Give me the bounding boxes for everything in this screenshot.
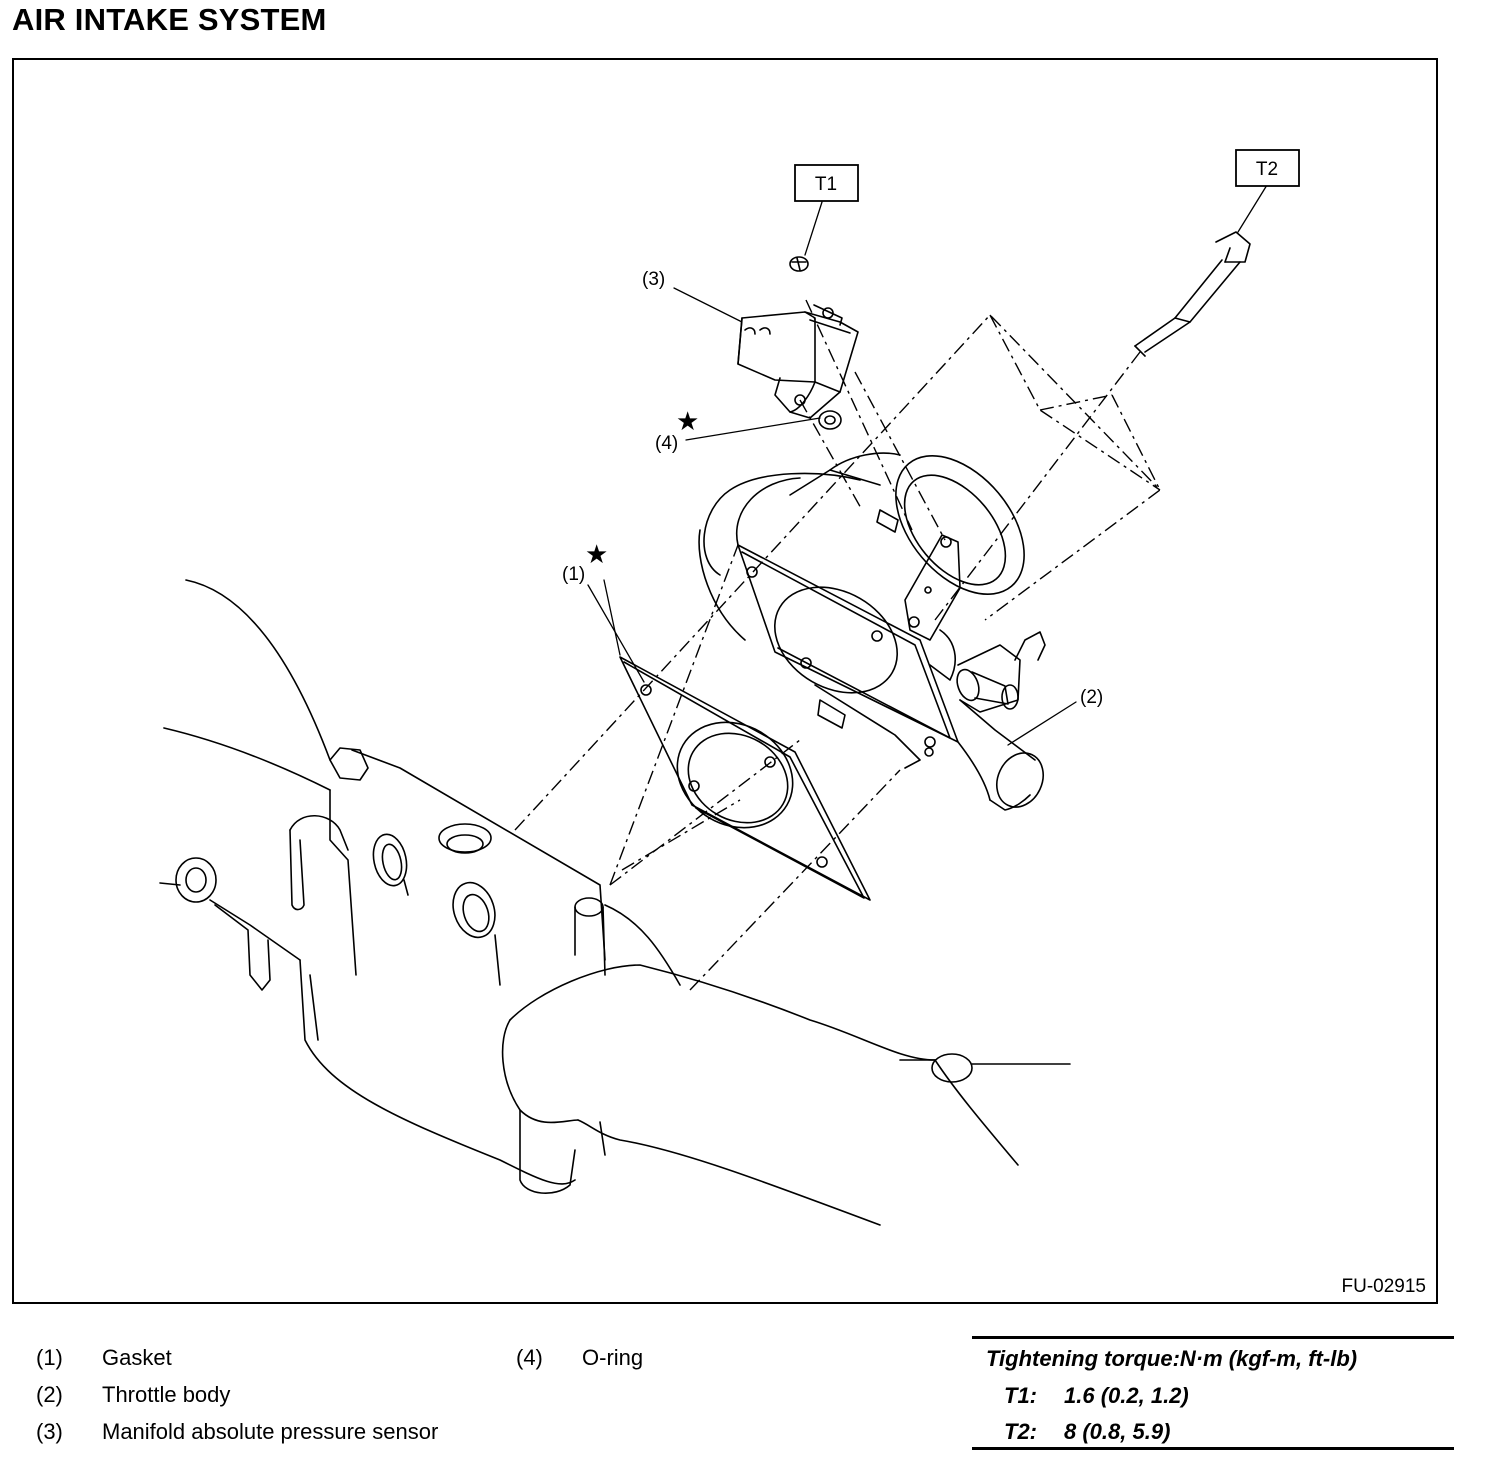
page-title: AIR INTAKE SYSTEM [12, 2, 327, 37]
figure-code: FU-02915 [1341, 1276, 1427, 1297]
map-sensor-part [737, 304, 859, 419]
legend-item-4-text: O-ring [582, 1345, 644, 1370]
figure-frame: T1 T2 (1) (2) (3) (4) ★ ★ FU-02915 [12, 58, 1438, 1304]
callout-2-label: (2) [1080, 687, 1103, 708]
legend-item-3-num: (3) [36, 1419, 63, 1444]
replace-star-icon-gasket: ★ [585, 540, 608, 570]
legend-item-3-text: Manifold absolute pressure sensor [102, 1419, 439, 1444]
intake-manifold [159, 579, 1071, 1226]
screw-t1-part [789, 256, 809, 272]
legend-item-4-num: (4) [516, 1345, 543, 1370]
bolt-t2-part [1134, 231, 1251, 357]
callout-box-t2: T2 [1235, 149, 1300, 187]
torque-t1-key: T1: [1004, 1383, 1037, 1408]
exploded-view-drawing: T1 T2 (1) (2) (3) (4) ★ ★ [159, 149, 1300, 1226]
o-ring-part [818, 410, 842, 430]
callout-t1-label: T1 [815, 174, 837, 195]
throttle-body-part [698, 452, 1046, 811]
torque-t1-value: 1.6 (0.2, 1.2) [1064, 1383, 1189, 1408]
torque-heading: Tightening torque:N·m (kgf-m, ft-lb) [986, 1346, 1358, 1371]
legend-item-1-text: Gasket [102, 1345, 172, 1370]
callout-box-t1: T1 [794, 164, 859, 202]
leader-lines [587, 184, 1268, 746]
gasket-part [619, 656, 871, 901]
callout-1-label: (1) [562, 564, 585, 585]
torque-t2-value: 8 (0.8, 5.9) [1064, 1419, 1171, 1444]
replace-star-icon-o-ring: ★ [676, 407, 699, 437]
callout-3-label: (3) [642, 269, 665, 290]
torque-spec-box: Tightening torque:N·m (kgf-m, ft-lb) T1:… [972, 1336, 1454, 1450]
legend-item-2-text: Throttle body [102, 1382, 231, 1407]
torque-t2-key: T2: [1004, 1419, 1037, 1444]
callout-t2-label: T2 [1256, 159, 1278, 180]
assembly-lines [514, 299, 1162, 991]
legend-item-1-num: (1) [36, 1345, 63, 1370]
legend-item-2-num: (2) [36, 1382, 63, 1407]
callout-4-label: (4) [655, 433, 678, 454]
